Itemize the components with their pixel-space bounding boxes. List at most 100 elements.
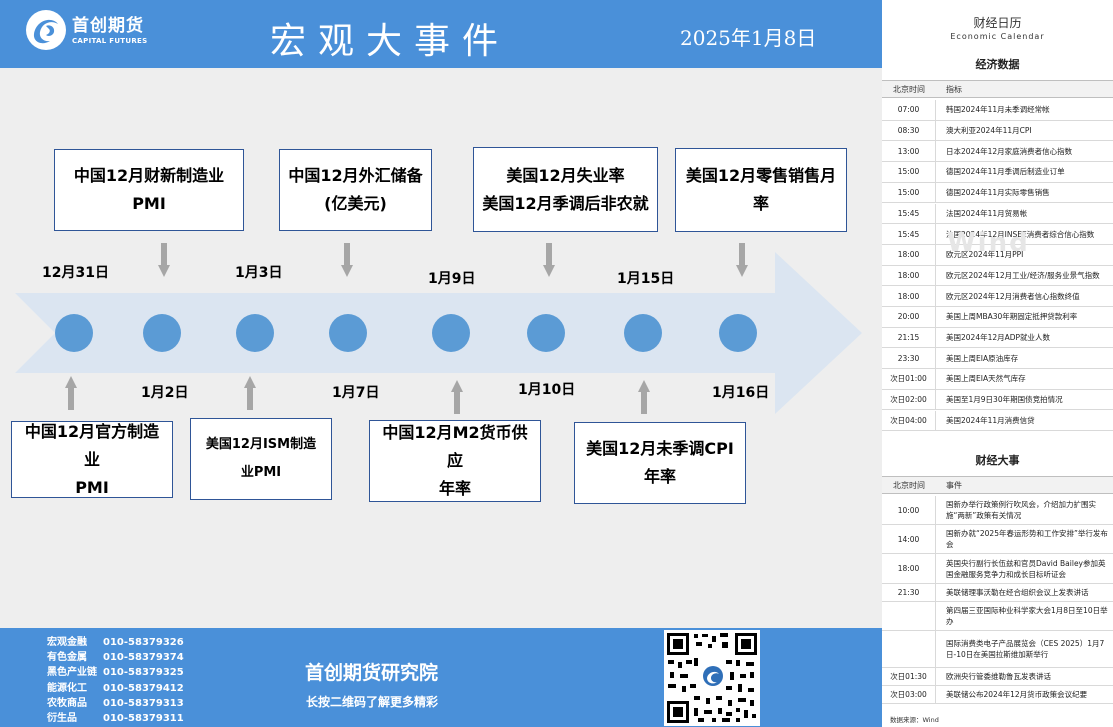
table-row: 10:00 国新办举行政策例行吹风会，介绍加力扩围实施“两新”政策有关情况: [882, 496, 1113, 525]
row-time: 15:00: [882, 182, 936, 203]
timeline-dot: [329, 314, 367, 352]
wind-watermark: Wind: [947, 228, 1030, 258]
row-item: 美国2024年11月消费信贷: [946, 415, 1035, 425]
row-item: 欧元区2024年12月工业/经济/服务业景气指数: [946, 270, 1100, 280]
arrow-up-icon: [451, 380, 463, 414]
brand-logo: 首创期货 CAPITAL FUTURES: [24, 8, 147, 52]
logo-swirl-icon: [26, 10, 66, 50]
timeline-dot: [624, 314, 662, 352]
row-time: 18:00: [882, 286, 936, 306]
row-item: 美联储理事沃勒在经合组织会议上发表讲话: [946, 588, 1089, 597]
main-panel: 首创期货 CAPITAL FUTURES 宏观大事件 2025年1月8日 中国1…: [0, 0, 882, 727]
row-time: 18:00: [882, 244, 936, 265]
timeline-date-label: 1月7日: [332, 385, 380, 401]
page-title: 宏观大事件: [270, 21, 511, 62]
arrow-up-icon: [244, 376, 256, 410]
row-item: 韩国2024年11月未季调经常帐: [946, 105, 1050, 115]
row-time: 07:00: [882, 100, 936, 120]
row-time: 次日02:00: [882, 389, 936, 410]
institute-name: 首创期货研究院: [305, 662, 439, 684]
table-row: 18:00 欧元区2024年11月PPI: [882, 244, 1113, 266]
row-item: 欧元区2024年11月PPI: [946, 250, 1024, 260]
event-box-bottom: 美国12月ISM制造业PMI: [190, 418, 332, 500]
arrow-down-icon: [341, 243, 353, 277]
row-time: 21:30: [882, 584, 936, 601]
row-time: 08:30: [882, 120, 936, 141]
row-time: 15:00: [882, 162, 936, 182]
event-box-top: 中国12月外汇储备(亿美元): [279, 149, 432, 231]
row-item: 欧洲央行管委维勒鲁瓦发表讲话: [946, 672, 1051, 681]
table-row: 07:00 韩国2024年11月未季调经常帐: [882, 100, 1113, 121]
timeline-date-label: 1月9日: [428, 271, 476, 287]
arrow-up-icon: [65, 376, 77, 410]
arrow-down-icon: [736, 243, 748, 277]
row-time: [882, 631, 936, 667]
calendar-subtitle: Economic Calendar: [950, 32, 1045, 41]
row-time: 23:30: [882, 348, 936, 369]
row-time: 10:00: [882, 496, 936, 524]
event-box-bottom: 中国12月M2货币供应年率: [369, 420, 541, 502]
table-row: 第四届三亚国际种业科学家大会1月8日至10日举办: [882, 602, 1113, 631]
row-time: 15:45: [882, 224, 936, 244]
econ-table-header: 北京时间 指标: [882, 80, 1113, 98]
timeline-date-label: 1月15日: [617, 271, 675, 287]
timeline-date-label: 1月10日: [518, 382, 576, 398]
timeline-arrow: [15, 252, 862, 414]
row-time: 18:00: [882, 554, 936, 583]
timeline-date-label: 1月16日: [712, 385, 770, 401]
header-bar: 首创期货 CAPITAL FUTURES 宏观大事件 2025年1月8日: [0, 0, 882, 68]
qr-code-icon[interactable]: [664, 630, 760, 726]
events-table-header: 北京时间 事件: [882, 476, 1113, 494]
row-time: 次日03:00: [882, 686, 936, 703]
timeline-dot: [432, 314, 470, 352]
table-row: 23:30 美国上周EIA原油库存: [882, 348, 1113, 370]
events-title: 财经大事: [975, 454, 1020, 467]
arrow-up-icon: [638, 380, 650, 414]
row-item: 国新办举行政策例行吹风会，介绍加力扩围实施“两新”政策有关情况: [946, 500, 1096, 520]
logo-chinese-text: 首创期货: [72, 16, 144, 36]
table-row: 15:45 法国2024年11月贸易帐: [882, 203, 1113, 225]
row-item: 第四届三亚国际种业科学家大会1月8日至10日举办: [946, 606, 1108, 626]
calendar-title: 财经日历: [973, 16, 1022, 30]
table-row: 21:30 美联储理事沃勒在经合组织会议上发表讲话: [882, 584, 1113, 602]
row-item: 澳大利亚2024年11月CPI: [946, 126, 1032, 136]
logo-english-text: CAPITAL FUTURES: [72, 37, 148, 45]
row-item: 德国2024年11月季调后制造业订单: [946, 167, 1065, 177]
arrow-down-icon: [158, 243, 170, 277]
timeline-dot: [143, 314, 181, 352]
row-time: 21:15: [882, 327, 936, 348]
timeline-dot: [55, 314, 93, 352]
row-item: 法国2024年11月贸易帐: [946, 208, 1028, 218]
row-item: 德国2024年11月实际零售销售: [946, 188, 1050, 198]
row-time: 次日04:00: [882, 410, 936, 431]
row-time: 15:45: [882, 203, 936, 224]
table-row: 国际消费类电子产品展览会（CES 2025）1月7日-10日在美国拉斯维加斯举行: [882, 631, 1113, 668]
timeline-date-label: 12月31日: [42, 265, 109, 281]
row-time: 次日01:00: [882, 369, 936, 389]
row-item: 国际消费类电子产品展览会（CES 2025）1月7日-10日在美国拉斯维加斯举行: [946, 639, 1105, 659]
arrow-down-icon: [543, 243, 555, 277]
row-item: 美国上周EIA原油库存: [946, 353, 1019, 363]
table-row: 次日04:00 美国2024年11月消费信贷: [882, 410, 1113, 432]
econ-data-title: 经济数据: [975, 58, 1020, 71]
table-row: 15:45 法国2024年12月INSEE消费者综合信心指数: [882, 224, 1113, 245]
institute-slogan: 长按二维码了解更多精彩: [306, 695, 439, 709]
row-time: 20:00: [882, 307, 936, 327]
row-item: 法国2024年12月INSEE消费者综合信心指数: [946, 229, 1095, 239]
timeline-dot: [527, 314, 565, 352]
